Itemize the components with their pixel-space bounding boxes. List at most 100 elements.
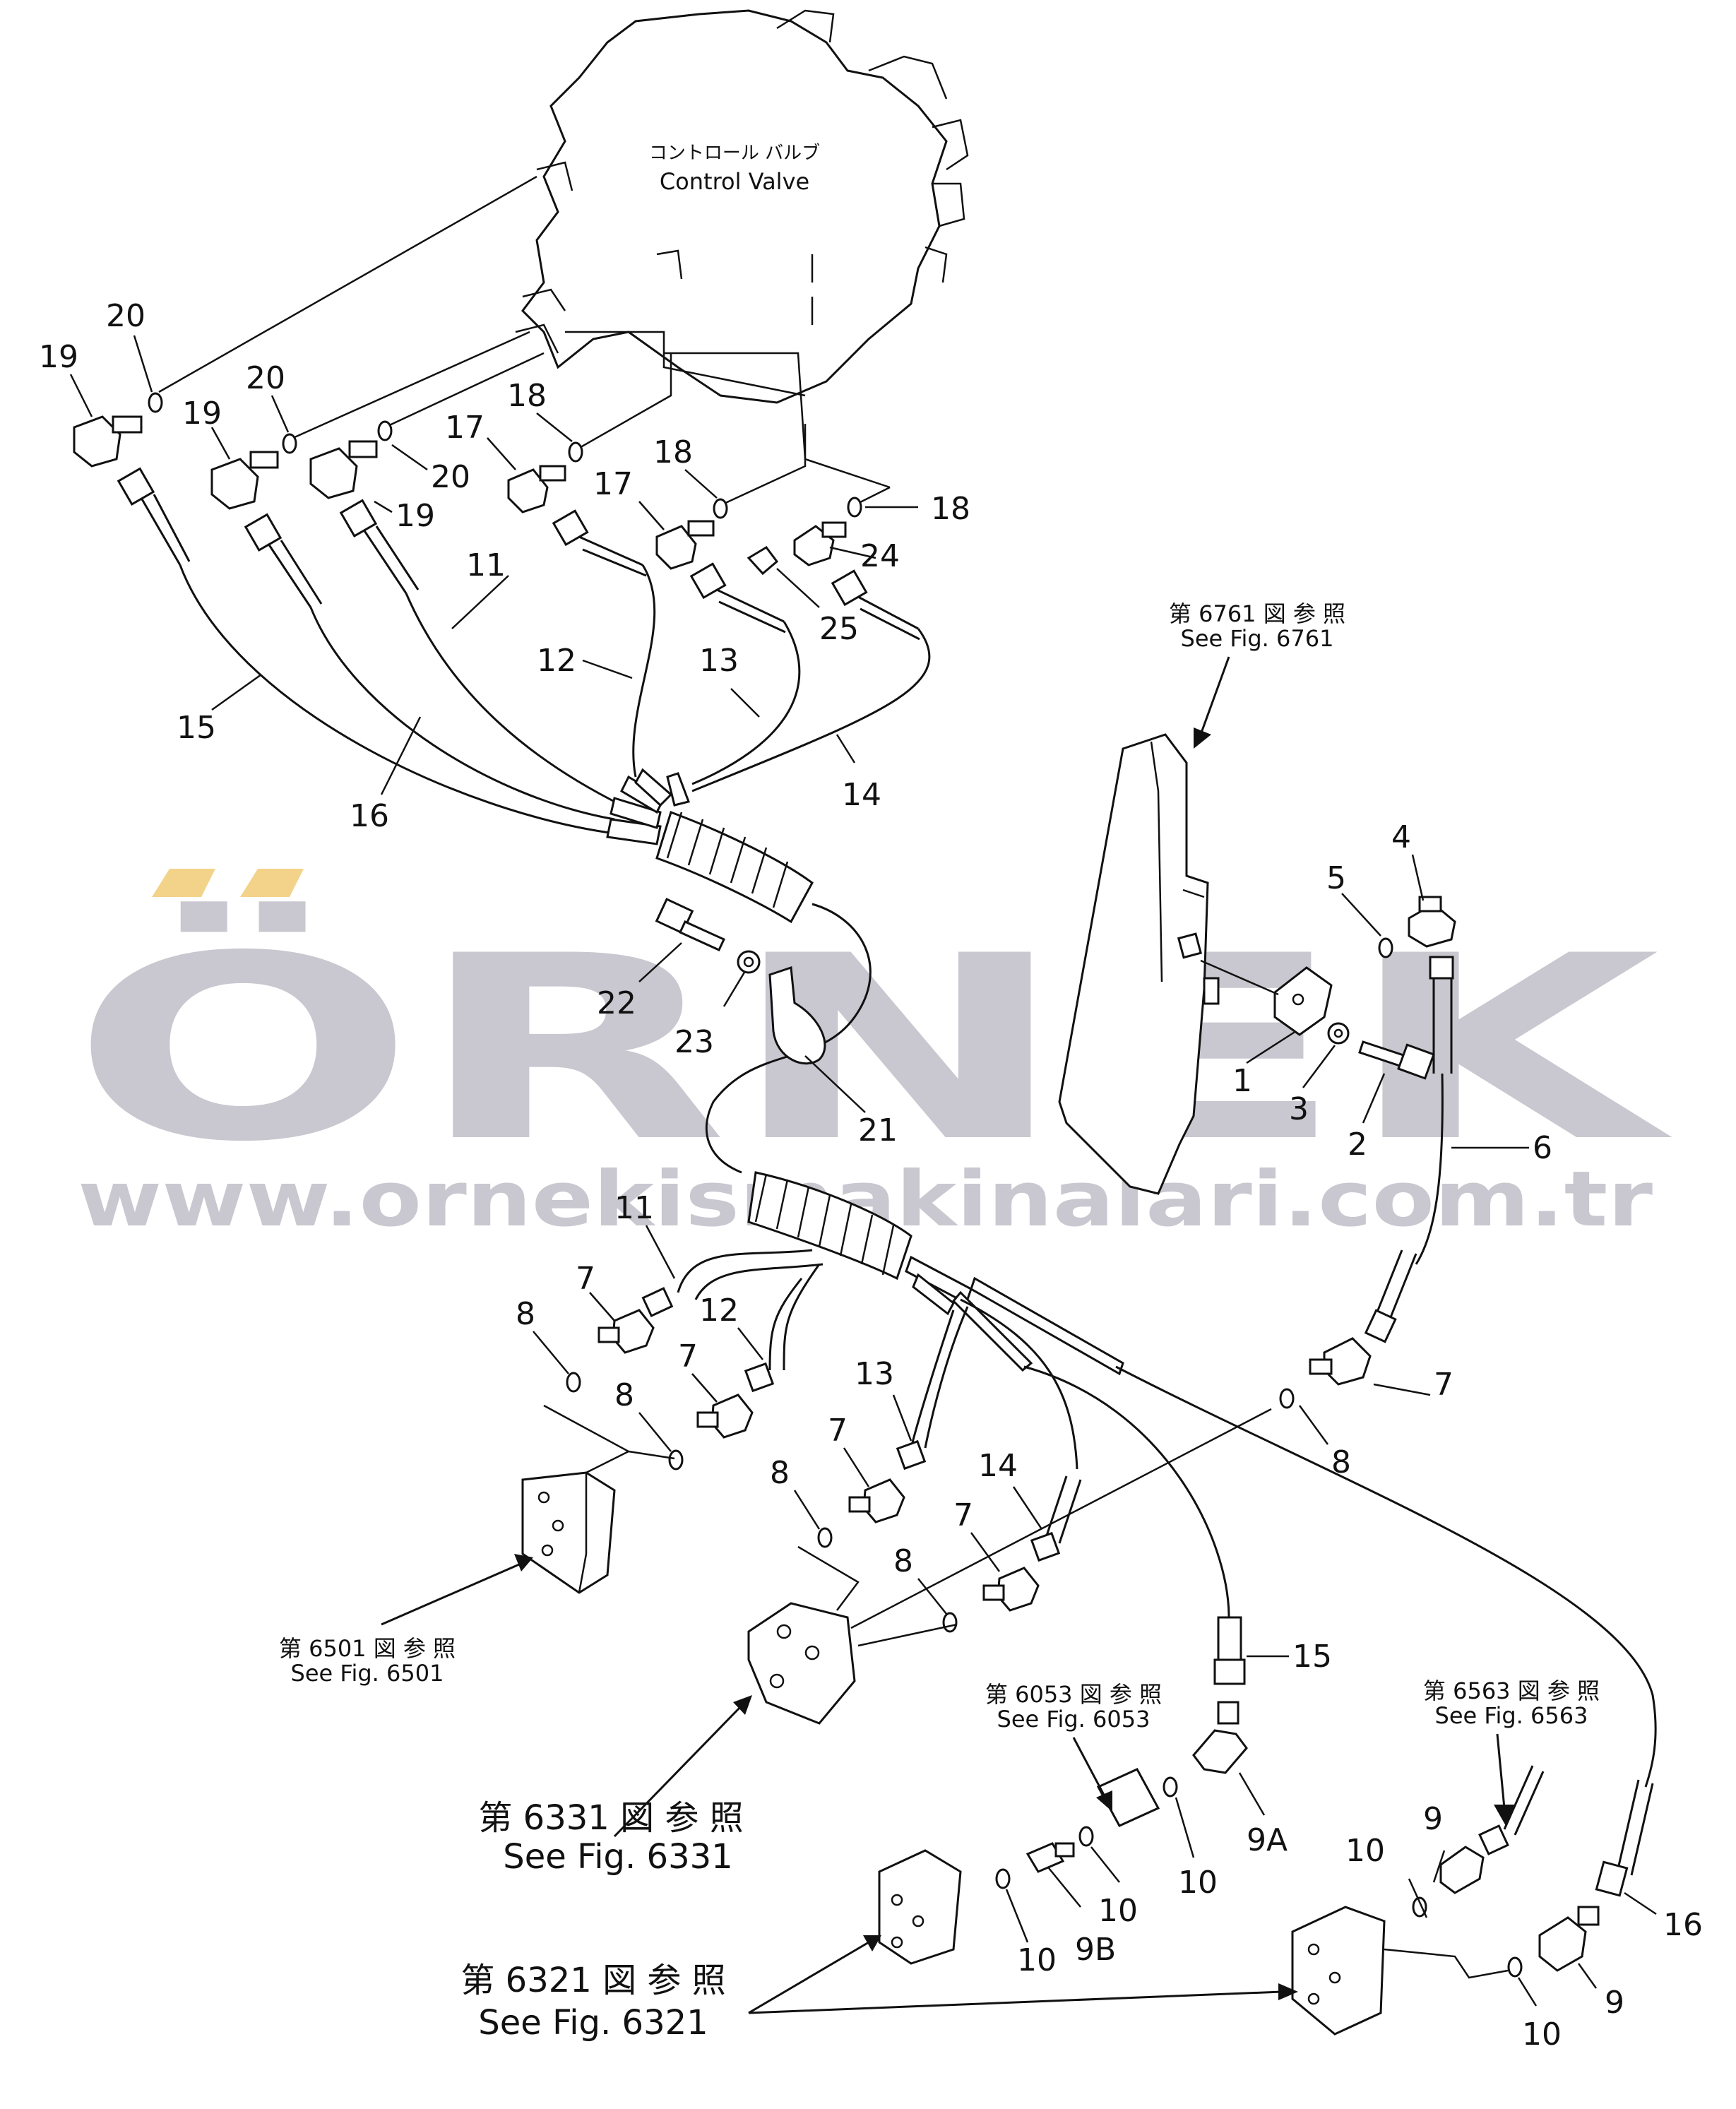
block-1 bbox=[1273, 966, 1333, 1036]
part-label: 18 bbox=[507, 378, 547, 414]
part-label: 17 bbox=[593, 466, 633, 502]
elbow-fitting-7d bbox=[982, 1567, 1040, 1612]
upper-hose-ends bbox=[117, 467, 920, 641]
ref-6563-jp: 第 6563 図 参 照 bbox=[1423, 1677, 1600, 1704]
part-label: 21 bbox=[858, 1112, 898, 1148]
ref-6501-jp: 第 6501 図 参 照 bbox=[279, 1635, 456, 1662]
part-label: 12 bbox=[699, 1293, 739, 1329]
part-label: 10 bbox=[1178, 1865, 1218, 1901]
hose-end-15-lower bbox=[1213, 1616, 1246, 1685]
valve-block-6321b bbox=[1291, 1906, 1509, 2036]
part-label: 10 bbox=[1345, 1833, 1385, 1869]
part-label: 22 bbox=[597, 985, 636, 1021]
part-label: 18 bbox=[653, 434, 693, 470]
part-label: 16 bbox=[350, 798, 389, 834]
o-ring-10d bbox=[1412, 1896, 1427, 1918]
o-ring-10c bbox=[995, 1868, 1011, 1889]
lower-hoses bbox=[677, 1249, 1657, 1788]
fitting-9B bbox=[1025, 1842, 1075, 1873]
o-ring-5 bbox=[1378, 937, 1393, 958]
hose-end-11 bbox=[339, 499, 420, 594]
part-label: 2 bbox=[1348, 1127, 1367, 1163]
lower-right-fittings bbox=[878, 1616, 1654, 2036]
o-ring-20b bbox=[282, 433, 297, 454]
ref-6501-en: See Fig. 6501 bbox=[291, 1660, 444, 1687]
elbow-fitting-19a bbox=[73, 415, 143, 468]
o-ring-8d bbox=[942, 1612, 958, 1633]
ref-6761-jp: 第 6761 図 参 照 bbox=[1169, 600, 1345, 627]
ref-6321-en: See Fig. 6321 bbox=[478, 2003, 708, 2043]
part-label: 8 bbox=[614, 1377, 634, 1413]
plug-25 bbox=[747, 546, 779, 576]
part-label: 1 bbox=[1232, 1063, 1252, 1099]
leader-lines bbox=[69, 335, 1657, 2007]
elbow-fitting-4 bbox=[1408, 896, 1456, 948]
bolt-22 bbox=[655, 898, 725, 951]
bracket-frame bbox=[1058, 733, 1209, 1195]
connector-6053 bbox=[1096, 1768, 1160, 1827]
part-label: 8 bbox=[770, 1455, 790, 1491]
o-ring-8b bbox=[668, 1449, 684, 1471]
part-label: 20 bbox=[246, 360, 285, 396]
hose-end-13-lower bbox=[896, 1439, 927, 1471]
watermark-accent-left bbox=[152, 869, 215, 897]
part-label: 7 bbox=[1434, 1367, 1453, 1403]
valve-block-6331 bbox=[747, 1408, 1272, 1725]
part-label: 9 bbox=[1605, 1985, 1624, 2021]
valve-connection-lines bbox=[158, 175, 891, 510]
part-label: 24 bbox=[860, 538, 900, 574]
hose-end-16-lower bbox=[1595, 1779, 1654, 1897]
part-label: 3 bbox=[1289, 1091, 1309, 1127]
part-label: 13 bbox=[699, 643, 739, 679]
part-label: 12 bbox=[537, 643, 576, 679]
part-label: 11 bbox=[466, 547, 506, 583]
washer-23 bbox=[737, 950, 761, 974]
clamp-21 bbox=[768, 966, 826, 1065]
elbow-fitting-19c bbox=[309, 440, 378, 499]
o-ring-8r bbox=[1279, 1388, 1295, 1409]
clamp-assembly bbox=[655, 898, 826, 1065]
o-ring-20a bbox=[148, 392, 163, 413]
control-valve-label-en: Control Valve bbox=[660, 168, 809, 195]
o-ring-10e bbox=[1507, 1956, 1523, 1978]
ref-6563-en: See Fig. 6563 bbox=[1435, 1702, 1588, 1729]
elbow-fitting-9A bbox=[1192, 1701, 1248, 1774]
lower-hose-ends bbox=[566, 1287, 1082, 1633]
part-label: 18 bbox=[931, 491, 970, 527]
control-valve: コントロール バルブ Control Valve bbox=[515, 9, 969, 489]
hose-end-11-lower bbox=[641, 1287, 674, 1318]
part-label: 20 bbox=[431, 459, 470, 495]
upper-fittings bbox=[73, 392, 862, 576]
hose-end-13 bbox=[689, 562, 786, 634]
part-label: 16 bbox=[1663, 1907, 1703, 1943]
washer-3 bbox=[1327, 1022, 1350, 1045]
elbow-fitting-7b bbox=[696, 1394, 754, 1439]
o-ring-10b bbox=[1078, 1826, 1094, 1847]
part-label: 15 bbox=[177, 710, 216, 746]
hose-end-14 bbox=[831, 569, 920, 641]
elbow-fitting-9-upper bbox=[1439, 1824, 1509, 1894]
hose-6-upper bbox=[1429, 956, 1454, 1074]
hose-6 bbox=[1415, 1073, 1444, 1265]
part-label: 14 bbox=[978, 1448, 1018, 1484]
part-label: 13 bbox=[855, 1356, 894, 1392]
part-label: 5 bbox=[1326, 860, 1346, 896]
part-label: 10 bbox=[1098, 1893, 1138, 1929]
part-label: 20 bbox=[106, 298, 145, 334]
part-label: 9 bbox=[1423, 1801, 1443, 1837]
ref-6331-en: See Fig. 6331 bbox=[503, 1837, 732, 1877]
part-label: 7 bbox=[828, 1413, 848, 1449]
o-ring-18a bbox=[568, 441, 583, 463]
valve-block-6321a bbox=[878, 1849, 962, 1965]
o-ring-20c bbox=[377, 420, 393, 441]
o-ring-10a bbox=[1163, 1776, 1178, 1798]
ref-6053-en: See Fig. 6053 bbox=[997, 1706, 1151, 1733]
part-label: 19 bbox=[396, 498, 435, 534]
elbow-fitting-7a bbox=[598, 1309, 655, 1354]
part-label: 7 bbox=[953, 1497, 973, 1533]
hose-end-15 bbox=[117, 467, 191, 566]
reference-arrows bbox=[381, 656, 1515, 2014]
hose-end-12-lower bbox=[744, 1362, 775, 1393]
ref-6761-en: See Fig. 6761 bbox=[1181, 625, 1334, 652]
bolt-2 bbox=[1358, 1040, 1435, 1080]
